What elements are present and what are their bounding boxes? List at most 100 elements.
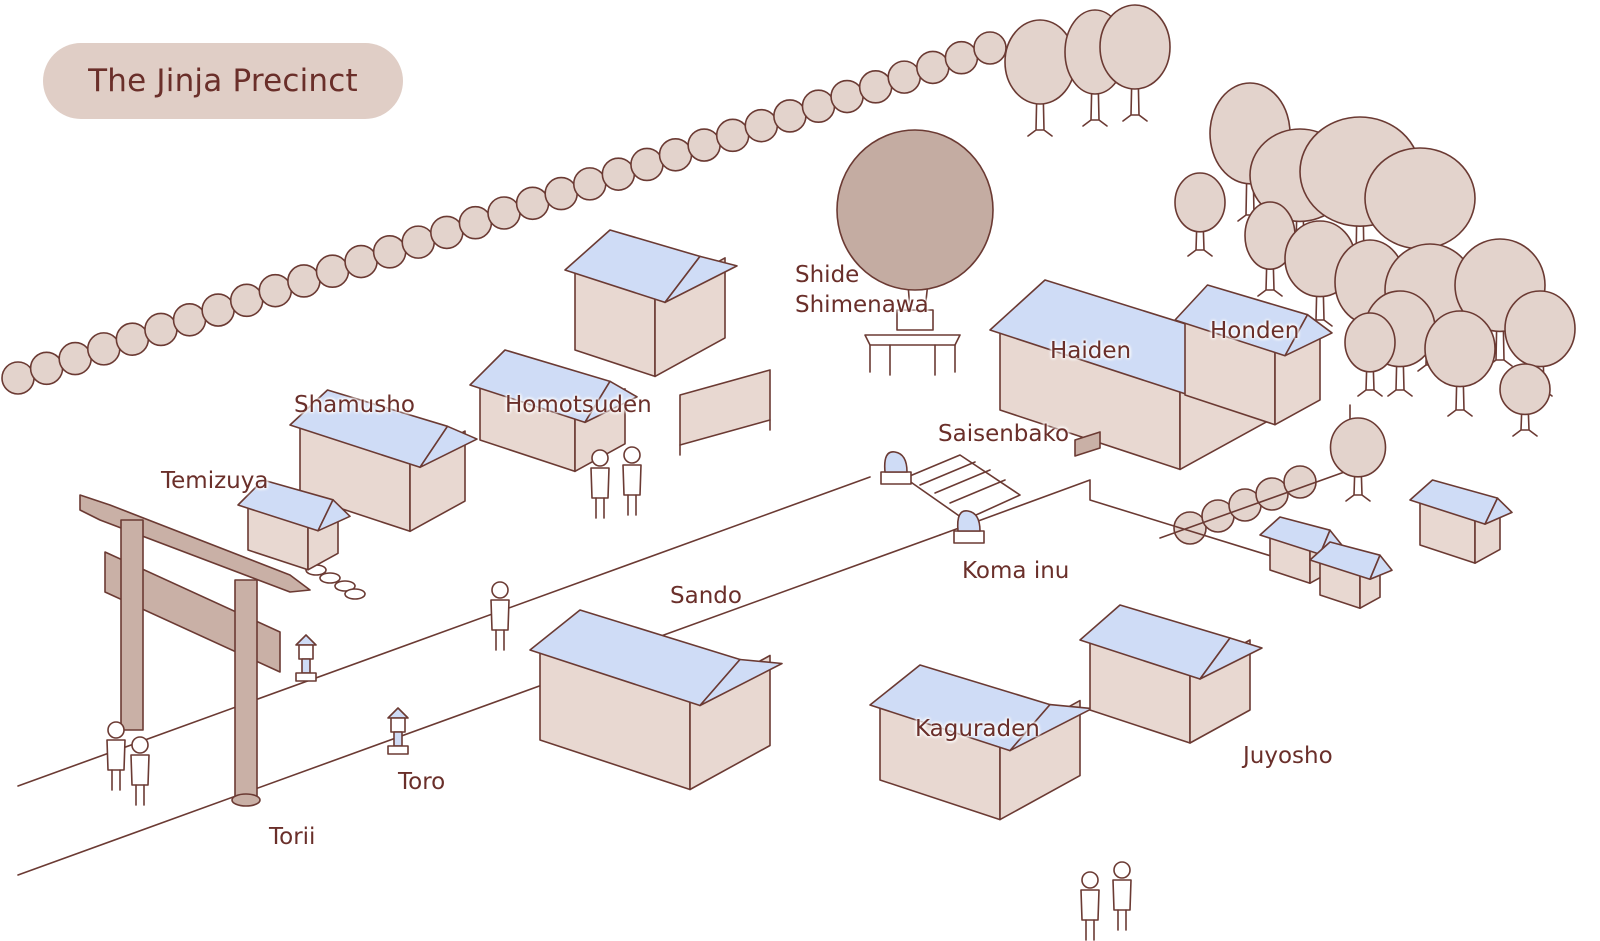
hedge-shrub-icon xyxy=(430,215,464,250)
stepping-stone xyxy=(344,588,366,600)
hedge-shrub-icon xyxy=(487,196,521,230)
hedge-shrub-icon xyxy=(287,264,321,298)
torii-gate-icon xyxy=(79,494,311,807)
offering-box-icon xyxy=(1074,431,1101,457)
hedge-shrub-icon xyxy=(544,176,578,211)
small-shrine-icon xyxy=(1309,541,1393,610)
sando-path-edge xyxy=(649,534,941,641)
hedge-shrub-icon xyxy=(1255,477,1289,511)
label-juyosho: Juyosho xyxy=(1243,743,1333,769)
tree-icon xyxy=(1424,310,1496,417)
tree-icon xyxy=(1174,172,1226,257)
hedge-shrub-icon xyxy=(229,283,264,318)
label-haiden: Haiden xyxy=(1050,338,1132,364)
hedge-shrub-icon xyxy=(1283,465,1317,499)
hedge-shrub-icon xyxy=(86,332,121,366)
hedge-shrub-icon xyxy=(344,244,378,279)
platform-edge xyxy=(939,479,1301,566)
hedge-shrub-icon xyxy=(887,60,922,94)
hedge-shrub-icon xyxy=(601,157,636,191)
hedge-shrub-icon xyxy=(687,128,721,162)
hedge-shrub-icon xyxy=(172,302,207,337)
sando-hall-building-icon xyxy=(529,609,783,791)
stone-lantern-icon xyxy=(387,707,409,755)
hedge-shrub-icon xyxy=(830,79,864,114)
hedge-shrub-icon xyxy=(630,147,664,182)
hedge-shrub-icon xyxy=(458,205,493,240)
label-shide: Shide xyxy=(795,262,860,288)
grounds xyxy=(17,404,1351,876)
honden-building-icon xyxy=(1174,284,1333,426)
temizuya-pavilion-icon xyxy=(237,479,351,571)
hedge-shrub-icon xyxy=(372,235,407,269)
page-title: The Jinja Precinct xyxy=(88,63,358,99)
tree-icon xyxy=(1099,4,1171,122)
sando-path-edge xyxy=(17,476,871,787)
sacred-tree-icon xyxy=(836,129,994,376)
label-shamusho: Shamusho xyxy=(294,392,415,418)
hedge-shrub-icon xyxy=(973,31,1007,65)
hedge-shrub-icon xyxy=(916,50,950,85)
homotsuden-building-icon xyxy=(469,349,638,473)
buildings xyxy=(237,229,1513,821)
visitors xyxy=(106,446,1132,941)
person-icon xyxy=(130,736,150,806)
person-icon xyxy=(106,721,126,791)
hedge-shrub-icon xyxy=(572,167,607,201)
label-shimenawa: Shimenawa xyxy=(795,292,929,318)
storehouse-building-icon xyxy=(564,229,738,378)
hedge-shrub-icon xyxy=(773,99,807,133)
tree-icon xyxy=(1499,363,1551,437)
label-kaguraden: Kaguraden xyxy=(915,716,1040,742)
label-torii: Torii xyxy=(269,824,316,850)
small-shrine-icon xyxy=(1409,479,1513,564)
stone-lantern-icon xyxy=(295,634,317,682)
hedge-shrub-icon xyxy=(858,70,893,104)
stepping-stone xyxy=(334,580,356,592)
hedge-shrub-icon xyxy=(744,108,779,143)
hedge-shrub-icon xyxy=(201,293,235,327)
person-icon xyxy=(590,449,610,519)
shamusho-building-icon xyxy=(289,389,478,533)
stepping-stone xyxy=(319,572,341,584)
hedge-shrub-icon xyxy=(258,273,293,308)
kaguraden-building-icon xyxy=(869,664,1093,821)
hedge-shrub-icon xyxy=(515,186,550,221)
guardian-lion-icon xyxy=(953,510,985,544)
person-icon xyxy=(1080,871,1100,941)
hedge-shrub-icon xyxy=(944,40,979,75)
hedge-shrub-icon xyxy=(801,89,836,124)
guardian-lion-icon xyxy=(880,451,912,485)
sando-path-edge xyxy=(17,663,601,876)
label-koma-inu: Koma inu xyxy=(962,558,1070,584)
juyosho-building-icon xyxy=(1079,604,1263,744)
tree-icon xyxy=(1329,417,1387,502)
title-pill: The Jinja Precinct xyxy=(43,43,403,119)
person-icon xyxy=(490,581,510,651)
tree-icon xyxy=(1004,19,1076,137)
hedge-shrub-icon xyxy=(401,225,436,259)
hedge-shrub-icon xyxy=(144,312,178,347)
tree-icon xyxy=(1344,312,1396,397)
hedge-shrub-icon xyxy=(115,322,150,356)
label-homotsuden: Homotsuden xyxy=(505,392,652,418)
hedge-shrub-icon xyxy=(715,118,750,153)
label-toro: Toro xyxy=(398,769,446,795)
hedge-shrub-icon xyxy=(1,361,35,395)
label-saisenbako: Saisenbako xyxy=(938,421,1070,447)
tree-icon xyxy=(1504,290,1576,397)
forest-trees xyxy=(1004,4,1576,502)
stone-steps xyxy=(904,454,1021,521)
torii-pillar xyxy=(234,579,258,801)
label-honden: Honden xyxy=(1210,318,1300,344)
label-temizuya: Temizuya xyxy=(161,468,269,494)
person-icon xyxy=(1112,861,1132,931)
hedge-shrub-icon xyxy=(315,254,350,289)
hedge-shrub-icon xyxy=(658,137,693,172)
torii-pillar xyxy=(120,519,144,731)
person-icon xyxy=(622,446,642,516)
ema-board-icon xyxy=(679,369,771,446)
hedge-shrub-icon xyxy=(58,341,92,376)
